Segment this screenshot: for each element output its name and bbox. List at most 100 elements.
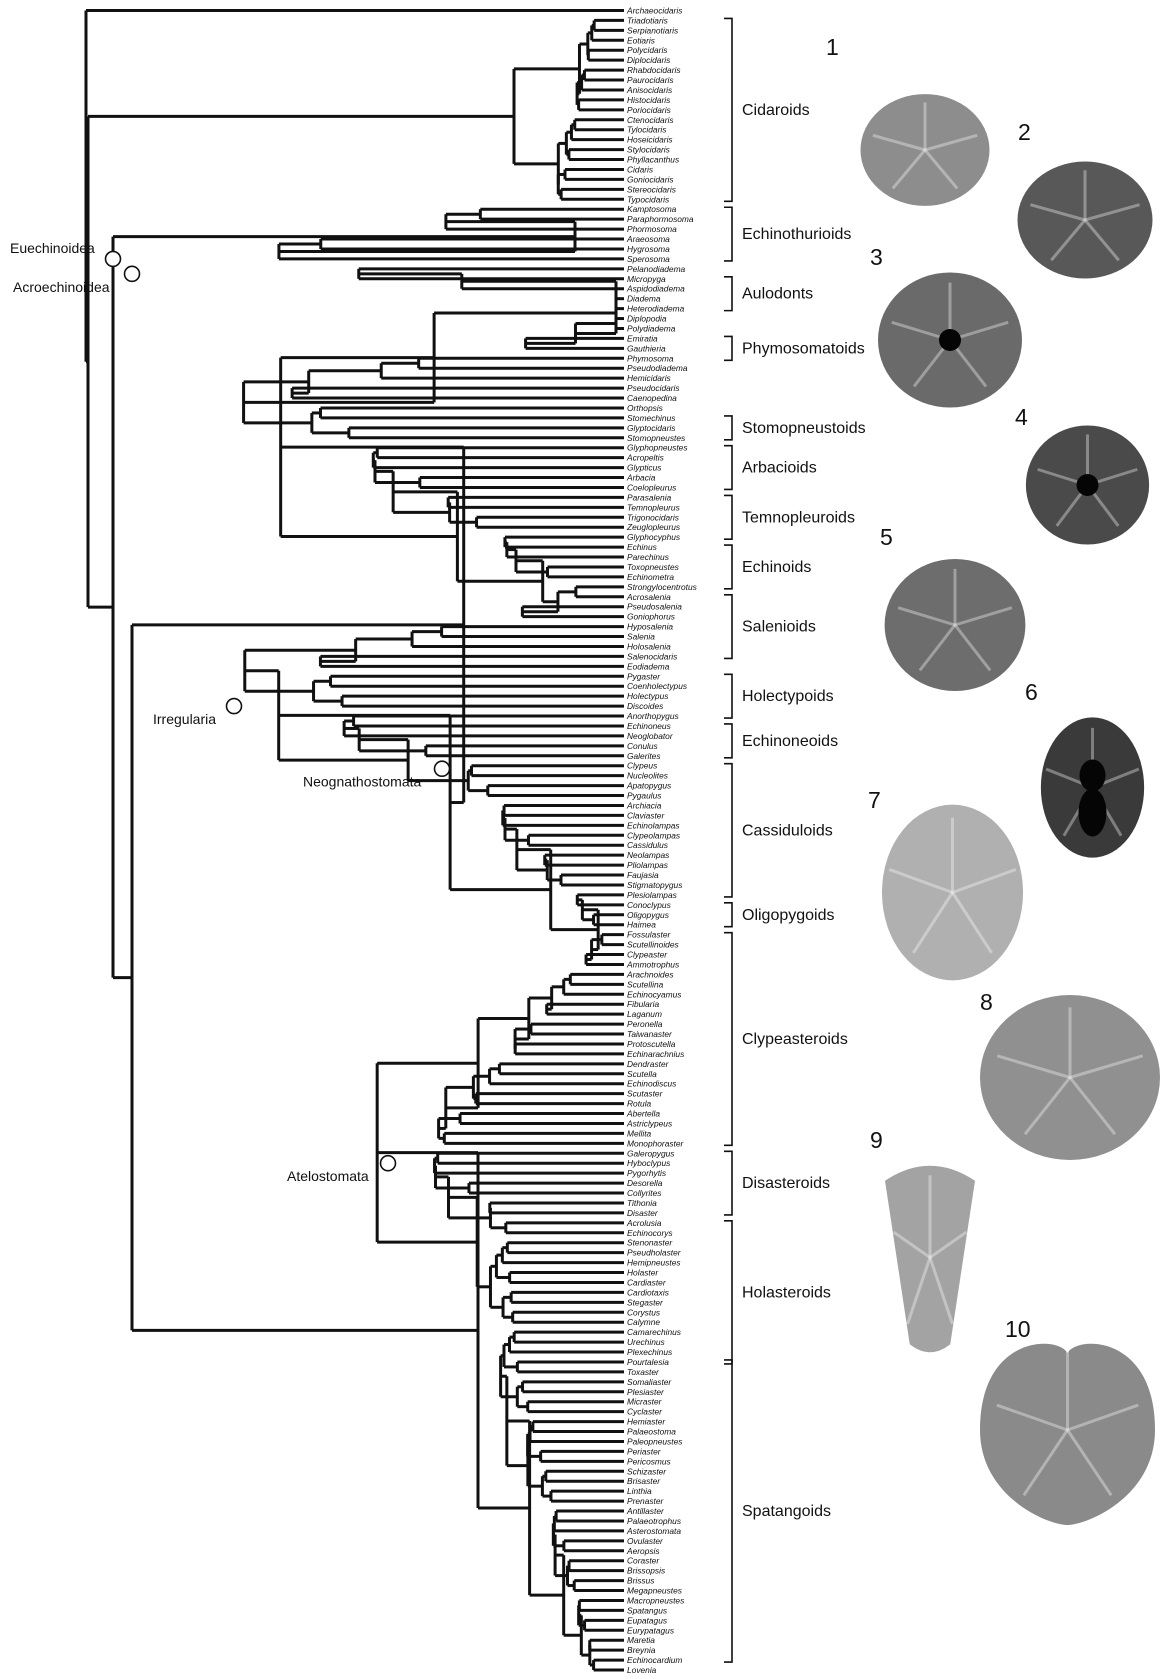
taxon-label: Discoides xyxy=(627,701,664,711)
specimen-number: 6 xyxy=(1025,679,1038,705)
taxon-label: Phyllacanthus xyxy=(627,155,680,165)
taxon-label: Echinolampas xyxy=(627,820,680,830)
taxon-label: Echinocorys xyxy=(627,1228,673,1238)
taxon-label: Mellita xyxy=(627,1128,652,1138)
clade-node-marker xyxy=(125,266,140,281)
taxon-label: Pourtalesia xyxy=(627,1357,669,1367)
taxon-label: Taiwanaster xyxy=(627,1029,673,1039)
taxon-label: Protoscutella xyxy=(627,1039,676,1049)
taxon-label: Galeropygus xyxy=(627,1148,675,1158)
taxon-label: Laganum xyxy=(627,1009,662,1019)
taxon-label: Paleopneustes xyxy=(627,1436,683,1446)
taxon-label: Paurocidaris xyxy=(627,75,674,85)
taxon-label: Ovulaster xyxy=(627,1536,664,1546)
taxon-label: Archiacia xyxy=(626,800,662,810)
taxon-label: Palaeostoma xyxy=(627,1427,676,1437)
taxon-label: Echinodiscus xyxy=(627,1079,677,1089)
taxon-label: Acrolusia xyxy=(626,1218,662,1228)
taxon-label: Clypeolampas xyxy=(627,830,681,840)
taxon-label: Corystus xyxy=(627,1307,661,1317)
taxon-label: Echinocyamus xyxy=(627,989,682,999)
taxon-label: Cidaris xyxy=(627,164,654,174)
taxon-label: Orthopsis xyxy=(627,403,664,413)
taxon-label: Typocidaris xyxy=(627,194,670,204)
group-label: Spatangoids xyxy=(742,1503,831,1520)
taxon-label: Collyrites xyxy=(627,1188,662,1198)
taxon-label: Periaster xyxy=(627,1446,662,1456)
taxon-label: Brisaster xyxy=(627,1476,661,1486)
taxon-label: Schizaster xyxy=(627,1466,667,1476)
taxon-label: Glyphopneustes xyxy=(627,443,688,453)
taxon-label: Phormosoma xyxy=(627,224,677,234)
taxon-label: Anorthopygus xyxy=(626,711,679,721)
clade-node-marker xyxy=(381,1156,396,1171)
taxon-label: Neolampas xyxy=(627,850,670,860)
taxon-label: Fossulaster xyxy=(627,930,671,940)
group-bracket xyxy=(724,1360,732,1662)
specimen-number: 3 xyxy=(870,244,883,270)
taxon-label: Eodiadema xyxy=(627,661,670,671)
taxon-label: Galerites xyxy=(627,751,661,761)
regular-echinoid-test-photo: 3 xyxy=(870,244,1022,408)
taxon-label: Hyposalenia xyxy=(627,622,673,632)
taxon-label: Micropyga xyxy=(627,274,666,284)
taxon-label: Hyboclypus xyxy=(627,1158,671,1168)
group-label: Oligopygoids xyxy=(742,907,835,924)
taxon-label: Micraster xyxy=(627,1397,663,1407)
group-label: Holasteroids xyxy=(742,1284,831,1301)
group-label: Cassiduloids xyxy=(742,822,833,839)
taxon-label: Monophoraster xyxy=(627,1138,685,1148)
taxon-label: Claviaster xyxy=(627,810,665,820)
taxon-label: Ammotrophus xyxy=(626,959,680,969)
specimen-number: 7 xyxy=(868,787,881,813)
group-label: Arbacioids xyxy=(742,460,817,477)
taxon-label: Acropeltis xyxy=(626,453,665,463)
taxon-label: Toxaster xyxy=(627,1367,660,1377)
taxon-label: Serpianotiaris xyxy=(627,25,679,35)
taxon-label: Goniocidaris xyxy=(627,174,674,184)
taxon-label: Peronella xyxy=(627,1019,663,1029)
taxon-label: Hemiaster xyxy=(627,1417,666,1427)
taxon-label: Aeropsis xyxy=(626,1546,660,1556)
group-bracket xyxy=(724,446,732,490)
group-bracket xyxy=(724,674,732,718)
taxon-label: Triadotiaris xyxy=(627,15,669,25)
taxon-label: Echinometra xyxy=(627,572,674,582)
taxon-label: Caenopedina xyxy=(627,393,677,403)
sand-dollar-photo: 8 xyxy=(980,989,1160,1160)
taxon-label: Faujasia xyxy=(627,870,659,880)
taxon-label: Palaeotrophus xyxy=(627,1516,682,1526)
taxon-label: Stylocidaris xyxy=(627,145,671,155)
specimen-number: 2 xyxy=(1018,119,1031,145)
taxon-label: Megapneustes xyxy=(627,1586,683,1596)
taxon-label: Phymosoma xyxy=(627,353,674,363)
specimen-number: 9 xyxy=(870,1127,883,1153)
taxon-label: Parechinus xyxy=(627,552,670,562)
taxon-label: Plexechinus xyxy=(627,1347,673,1357)
taxon-label: Pygaster xyxy=(627,671,661,681)
taxon-label: Trigonocidaris xyxy=(627,512,680,522)
taxon-label: Scutellinoides xyxy=(627,940,679,950)
taxon-label: Archaeocidaris xyxy=(626,6,683,16)
group-bracket xyxy=(724,933,732,1146)
taxon-label: Hemipneustes xyxy=(627,1258,681,1268)
group-bracket xyxy=(724,1221,732,1364)
taxon-label: Diadema xyxy=(627,294,661,304)
taxon-label: Hemicidaris xyxy=(627,373,672,383)
taxon-label: Pseudosalenia xyxy=(627,602,682,612)
taxon-label: Stenonaster xyxy=(627,1238,673,1248)
taxon-label: Urechinus xyxy=(627,1337,666,1347)
taxon-label: Conoclypus xyxy=(627,900,672,910)
taxon-label: Rhabdocidaris xyxy=(627,65,681,75)
spatangoid-test-photo: 10 xyxy=(980,1316,1155,1525)
specimen-number: 1 xyxy=(826,34,839,60)
taxon-label: Clypeaster xyxy=(627,950,668,960)
taxon-label: Disaster xyxy=(627,1208,659,1218)
group-label: Disasteroids xyxy=(742,1175,830,1192)
clade-label: Euechinoidea xyxy=(10,240,95,256)
clade-node-marker xyxy=(227,699,242,714)
cidaroid-test-photo: 1 xyxy=(826,34,990,206)
taxon-label: Salenocidaris xyxy=(627,651,678,661)
taxon-label: Stigmatopygus xyxy=(627,880,683,890)
group-bracket xyxy=(724,416,732,440)
